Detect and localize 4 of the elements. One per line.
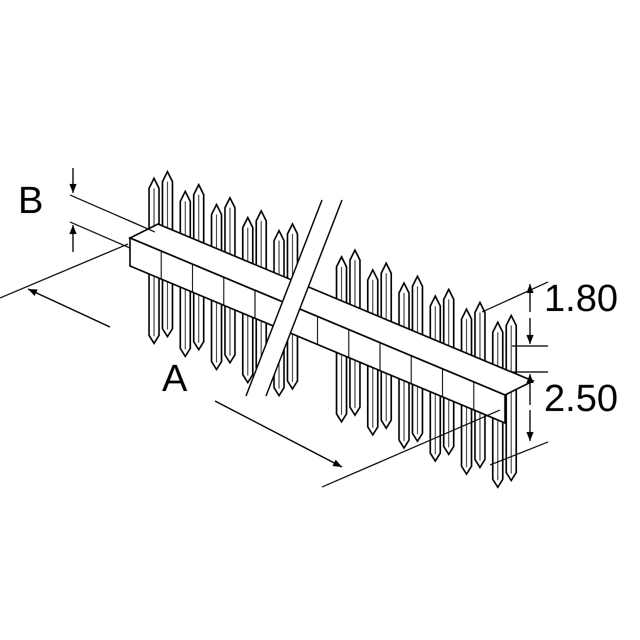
dimension-label: A (162, 360, 188, 398)
dimension-label: 2.50 (544, 380, 618, 418)
dimension-label: B (18, 182, 44, 220)
dimension-label: 1.80 (544, 280, 618, 318)
